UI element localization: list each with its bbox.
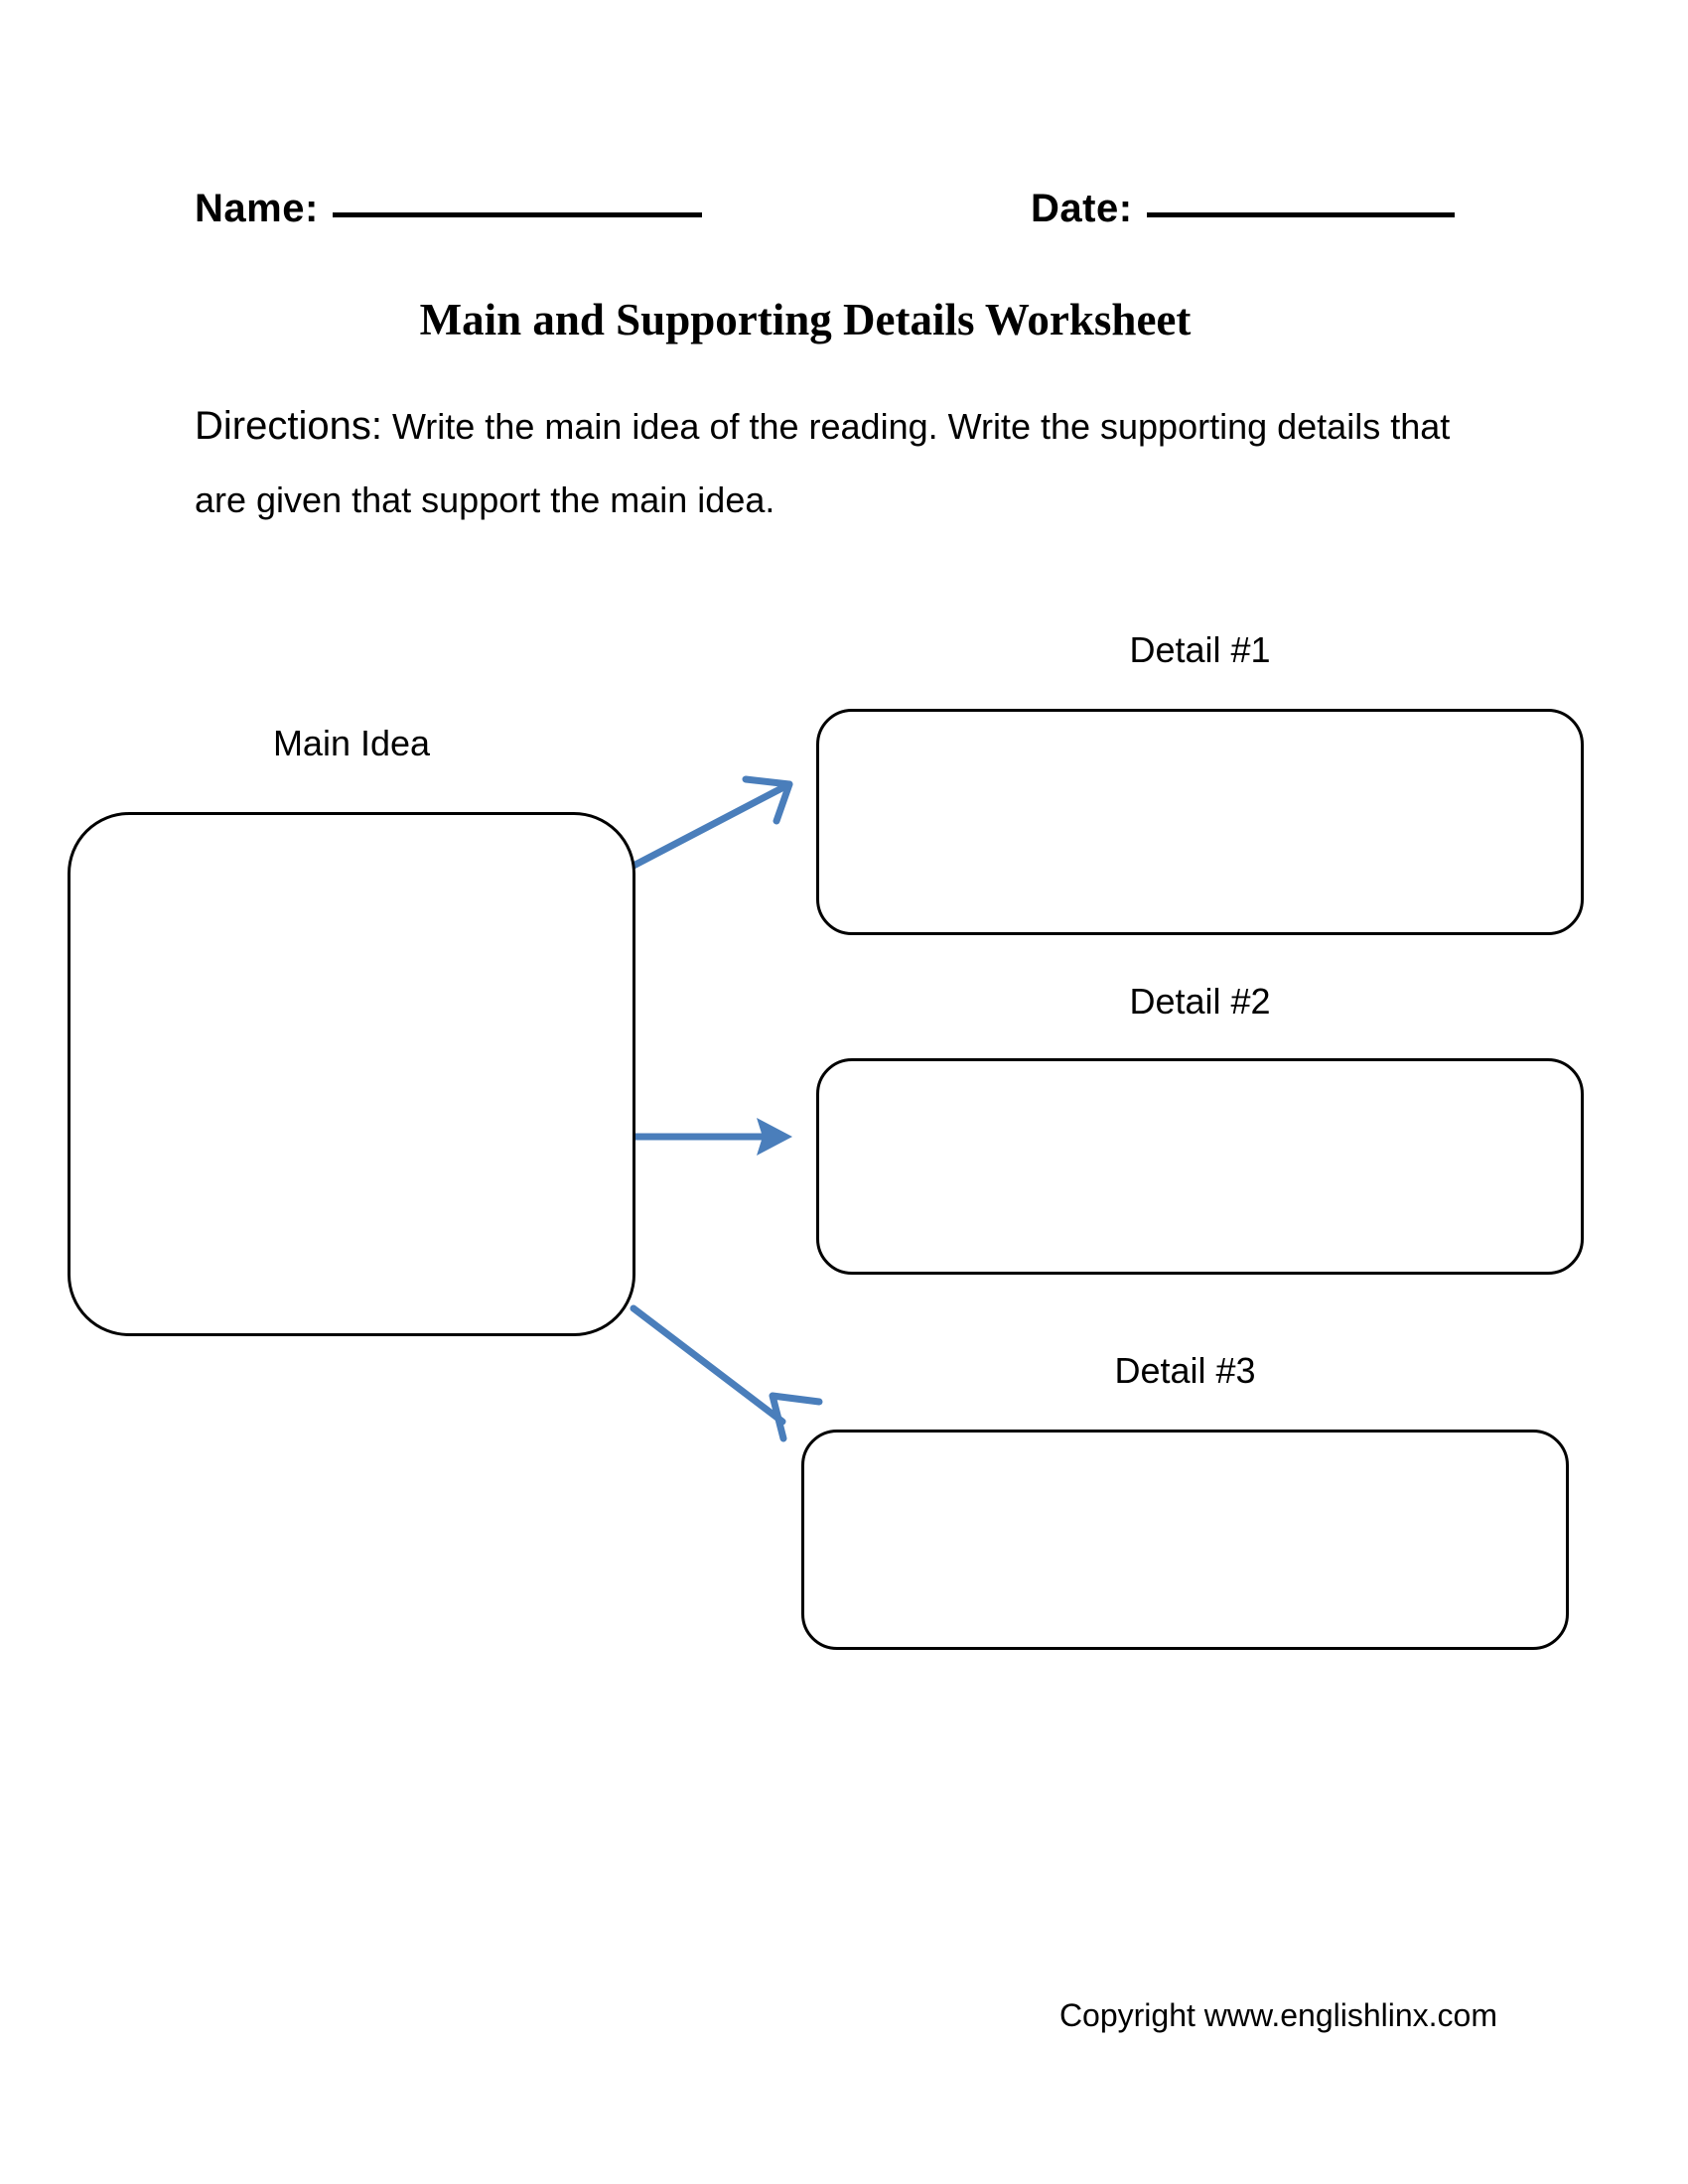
detail-1-box[interactable] [816, 709, 1584, 935]
header-fields: Name: Date: [0, 187, 1688, 266]
main-idea-label: Main Idea [272, 723, 431, 763]
copyright-notice: Copyright www.englishlinx.com [1058, 1997, 1497, 2033]
date-write-line[interactable] [1146, 212, 1455, 217]
detail-2-box[interactable] [816, 1058, 1584, 1275]
date-field[interactable]: Date: [1031, 187, 1455, 231]
name-label: Name: [195, 187, 319, 230]
arrow-main-to-detail-2 [632, 1118, 792, 1156]
detail-3-box[interactable] [801, 1430, 1569, 1650]
main-idea-box[interactable] [68, 812, 635, 1336]
directions-text: Write the main idea of the reading. Writ… [195, 406, 1451, 520]
detail-3-label: Detail #3 [1114, 1350, 1256, 1391]
detail-2-label: Detail #2 [1129, 981, 1271, 1022]
page-title: Main and Supporting Details Worksheet [419, 295, 1192, 344]
directions-paragraph: Directions: Write the main idea of the r… [195, 389, 1476, 537]
date-label: Date: [1031, 187, 1133, 230]
detail-1-label: Detail #1 [1129, 629, 1271, 670]
name-field[interactable]: Name: [195, 187, 702, 231]
directions-label: Directions: [195, 404, 382, 448]
arrow-main-to-detail-3 [630, 1304, 823, 1442]
arrow-main-to-detail-1 [630, 775, 793, 870]
name-write-line[interactable] [332, 212, 702, 217]
